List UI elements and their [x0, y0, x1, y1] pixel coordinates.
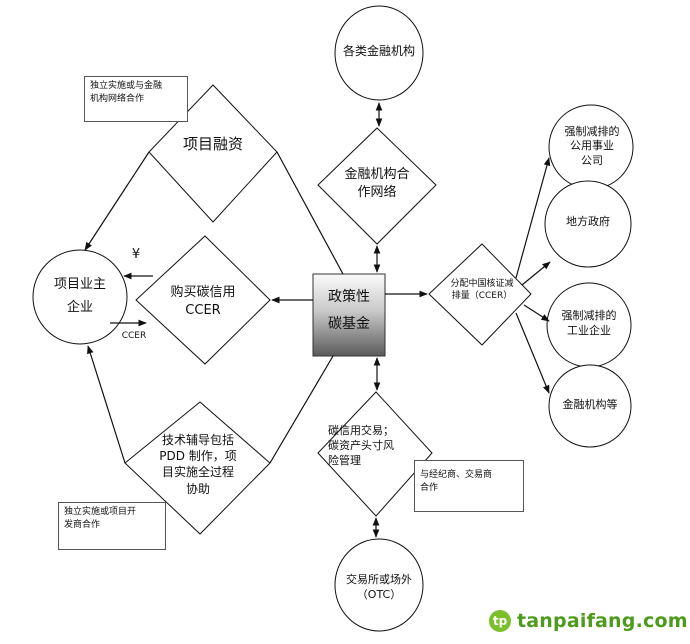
- note-independent-financial: 独立实施或与金融 机构网络合作: [84, 76, 188, 122]
- exchange-otc-label: 交易所或场外 （OTC）: [346, 573, 412, 601]
- arrow-to-industrial: [523, 304, 550, 322]
- industrial-label: 强制减排的 工业企业: [561, 309, 617, 337]
- arrow-finance-to-owner: [84, 151, 150, 251]
- exchange-otc-node: [334, 538, 424, 632]
- carbon-trading-label: 碳信用交易； 碳资产头寸风 险管理: [328, 424, 394, 467]
- distribute-ccer-label: 分配中国核证减 排量（CCER）: [450, 279, 514, 302]
- ccer-flow-label: CCER: [121, 331, 147, 341]
- project-finance-label: 项目融资: [182, 135, 243, 153]
- financial-orgs-label: 金融机构等: [562, 398, 618, 411]
- line-fund-to-finance: [276, 151, 344, 275]
- note-independent-developer: 独立实施或项目开 发商合作: [58, 502, 166, 550]
- project-owner-node: [32, 249, 128, 345]
- distribute-ccer-diamond: [428, 243, 532, 346]
- fund-box: [312, 273, 386, 357]
- financial-network-diamond: [317, 127, 437, 245]
- watermark-icon: tp: [489, 610, 511, 632]
- project-owner-label: 项目业主 企业: [53, 277, 106, 316]
- arrow-to-financial-orgs: [515, 312, 550, 394]
- buy-ccer-diamond: [135, 235, 271, 365]
- arrow-to-local-government: [521, 261, 551, 286]
- fund-label: 政策性 碳基金: [328, 289, 370, 332]
- watermark-logo: tp tanpaifang.com: [489, 610, 688, 632]
- local-government-node: [544, 180, 632, 268]
- financial-institutions-label: 各类金融机构: [342, 44, 415, 58]
- arrow-to-utilities: [515, 157, 551, 279]
- technical-support-diamond: [124, 401, 271, 535]
- yen-label: ¥: [131, 247, 141, 262]
- watermark-text: tanpaifang.com: [517, 610, 688, 632]
- carbon-trading-diamond: [317, 391, 433, 517]
- utilities-label: 强制减排的 公用事业 公司: [564, 125, 620, 167]
- technical-support-label: 技术辅导包括 PDD 制作，项 目实施全过程 协助: [159, 433, 237, 496]
- financial-orgs-node: [548, 364, 632, 448]
- arrow-support-to-owner: [87, 345, 126, 464]
- note-brokers: 与经纪商、交易商 合作: [414, 460, 524, 512]
- line-fund-to-support: [269, 355, 334, 464]
- financial-network-label: 金融机构合 作网络: [344, 167, 410, 200]
- buy-ccer-label: 购买碳信用 CCER: [170, 285, 236, 318]
- local-government-label: 地方政府: [566, 215, 610, 228]
- financial-institutions-node: [334, 5, 424, 101]
